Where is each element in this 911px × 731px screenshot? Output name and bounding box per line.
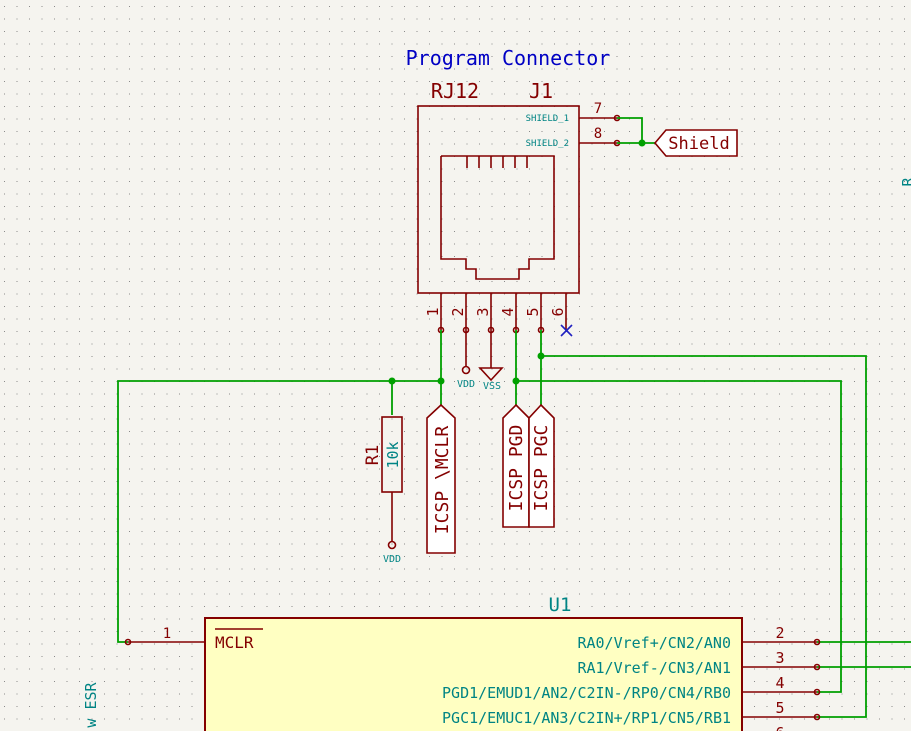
connector-value: RJ12 — [431, 79, 479, 103]
jack-contacts — [466, 156, 528, 168]
grid-dots — [4, 6, 905, 720]
shield-label-text: Shield — [668, 134, 729, 154]
net-label-pgc[interactable]: ICSP PGC — [528, 403, 555, 528]
mcu-pin-5-number: 5 — [775, 699, 784, 717]
connector-bottom-pins — [437, 293, 567, 334]
mcu-pin-1-number: 1 — [163, 626, 171, 642]
pin-4-number: 4 — [499, 307, 517, 316]
net-label-mclr[interactable]: ICSP \MCLR — [426, 403, 456, 554]
mcu-pin-4-number: 4 — [775, 674, 784, 692]
shield-label[interactable]: Shield — [653, 129, 738, 157]
pin-1-number: 1 — [424, 307, 442, 316]
mcu-pin-4-name: PGD1/EMUD1/AN2/C2IN-/RP0/CN4/RB0 — [442, 684, 731, 702]
mcu-right-pin-lines — [742, 638, 821, 721]
vdd-symbol-pin2[interactable]: VDD — [457, 330, 475, 390]
mcu-body — [204, 617, 743, 731]
net-label-pgd-shape — [502, 403, 530, 528]
pin-3-number: 3 — [474, 307, 492, 316]
resistor-value: 10k — [384, 441, 402, 468]
wire-pgc-bus[interactable] — [541, 355, 867, 718]
no-connect-marker — [560, 324, 573, 337]
connector-body — [417, 105, 580, 294]
vss-symbol-pin3[interactable]: VSS — [478, 330, 504, 392]
mcu-reference: U1 — [549, 594, 572, 616]
wire-mclr-bus[interactable] — [117, 380, 441, 643]
resistor-vdd-label: VDD — [383, 554, 401, 565]
net-label-mclr-shape — [426, 403, 456, 554]
jack-outline — [440, 155, 555, 280]
net-label-pgd[interactable]: ICSP PGD — [502, 403, 530, 528]
net-label-pgc-shape — [528, 403, 555, 528]
vss-label: VSS — [483, 381, 501, 392]
junction-shield — [638, 139, 646, 147]
mcu-pin-3-number: 3 — [775, 649, 784, 667]
mcu-u1[interactable]: U1 1 MCLR 2 3 4 5 6 RA0/Vref+/CN2/AN0 RA… — [124, 594, 821, 731]
pin-7-name: SHIELD_1 — [526, 114, 569, 124]
pin-6-number: 6 — [549, 307, 567, 316]
shield-label-shape — [653, 129, 738, 157]
mcu-pin-2-number: 2 — [775, 624, 784, 642]
net-label-mclr-text: ICSP \MCLR — [432, 426, 453, 535]
net-label-pgc-text: ICSP PGC — [531, 425, 552, 512]
right-edge-text: R — [899, 177, 911, 187]
left-vertical-text: w ESR — [82, 681, 100, 727]
mcu-pin-5-name: PGC1/EMUC1/AN3/C2IN+/RP1/CN5/RB1 — [442, 709, 731, 727]
connector-reference: J1 — [529, 79, 553, 103]
pin-8-name: SHIELD_2 — [526, 139, 569, 149]
title-program-connector: Program Connector — [406, 46, 611, 70]
pin-7-number: 7 — [594, 101, 602, 117]
resistor-r1[interactable]: R1 10k VDD — [363, 416, 403, 565]
junctions — [388, 352, 545, 385]
vdd-label-pin2: VDD — [457, 379, 475, 390]
net-label-pgd-text: ICSP PGD — [506, 425, 527, 512]
mcu-pin-1-end[interactable] — [124, 638, 132, 646]
mcu-pin-6-number: 6 — [775, 724, 784, 731]
pin-2-number: 2 — [449, 307, 467, 316]
resistor-reference: R1 — [363, 445, 383, 465]
pin-5-number: 5 — [524, 307, 542, 316]
mcu-pin-1-name: MCLR — [215, 633, 254, 652]
wire-shield-1[interactable] — [617, 117, 643, 143]
wire-pgd-bus[interactable] — [516, 380, 842, 693]
mcu-pin-3-name: RA1/Vref-/CN3/AN1 — [577, 659, 731, 677]
connector-j1[interactable]: RJ12 J1 7 8 SHIELD_1 SHIELD_2 — [417, 79, 621, 334]
pin-8-number: 8 — [594, 126, 602, 142]
mcu-pin-2-name: RA0/Vref+/CN2/AN0 — [577, 634, 731, 652]
